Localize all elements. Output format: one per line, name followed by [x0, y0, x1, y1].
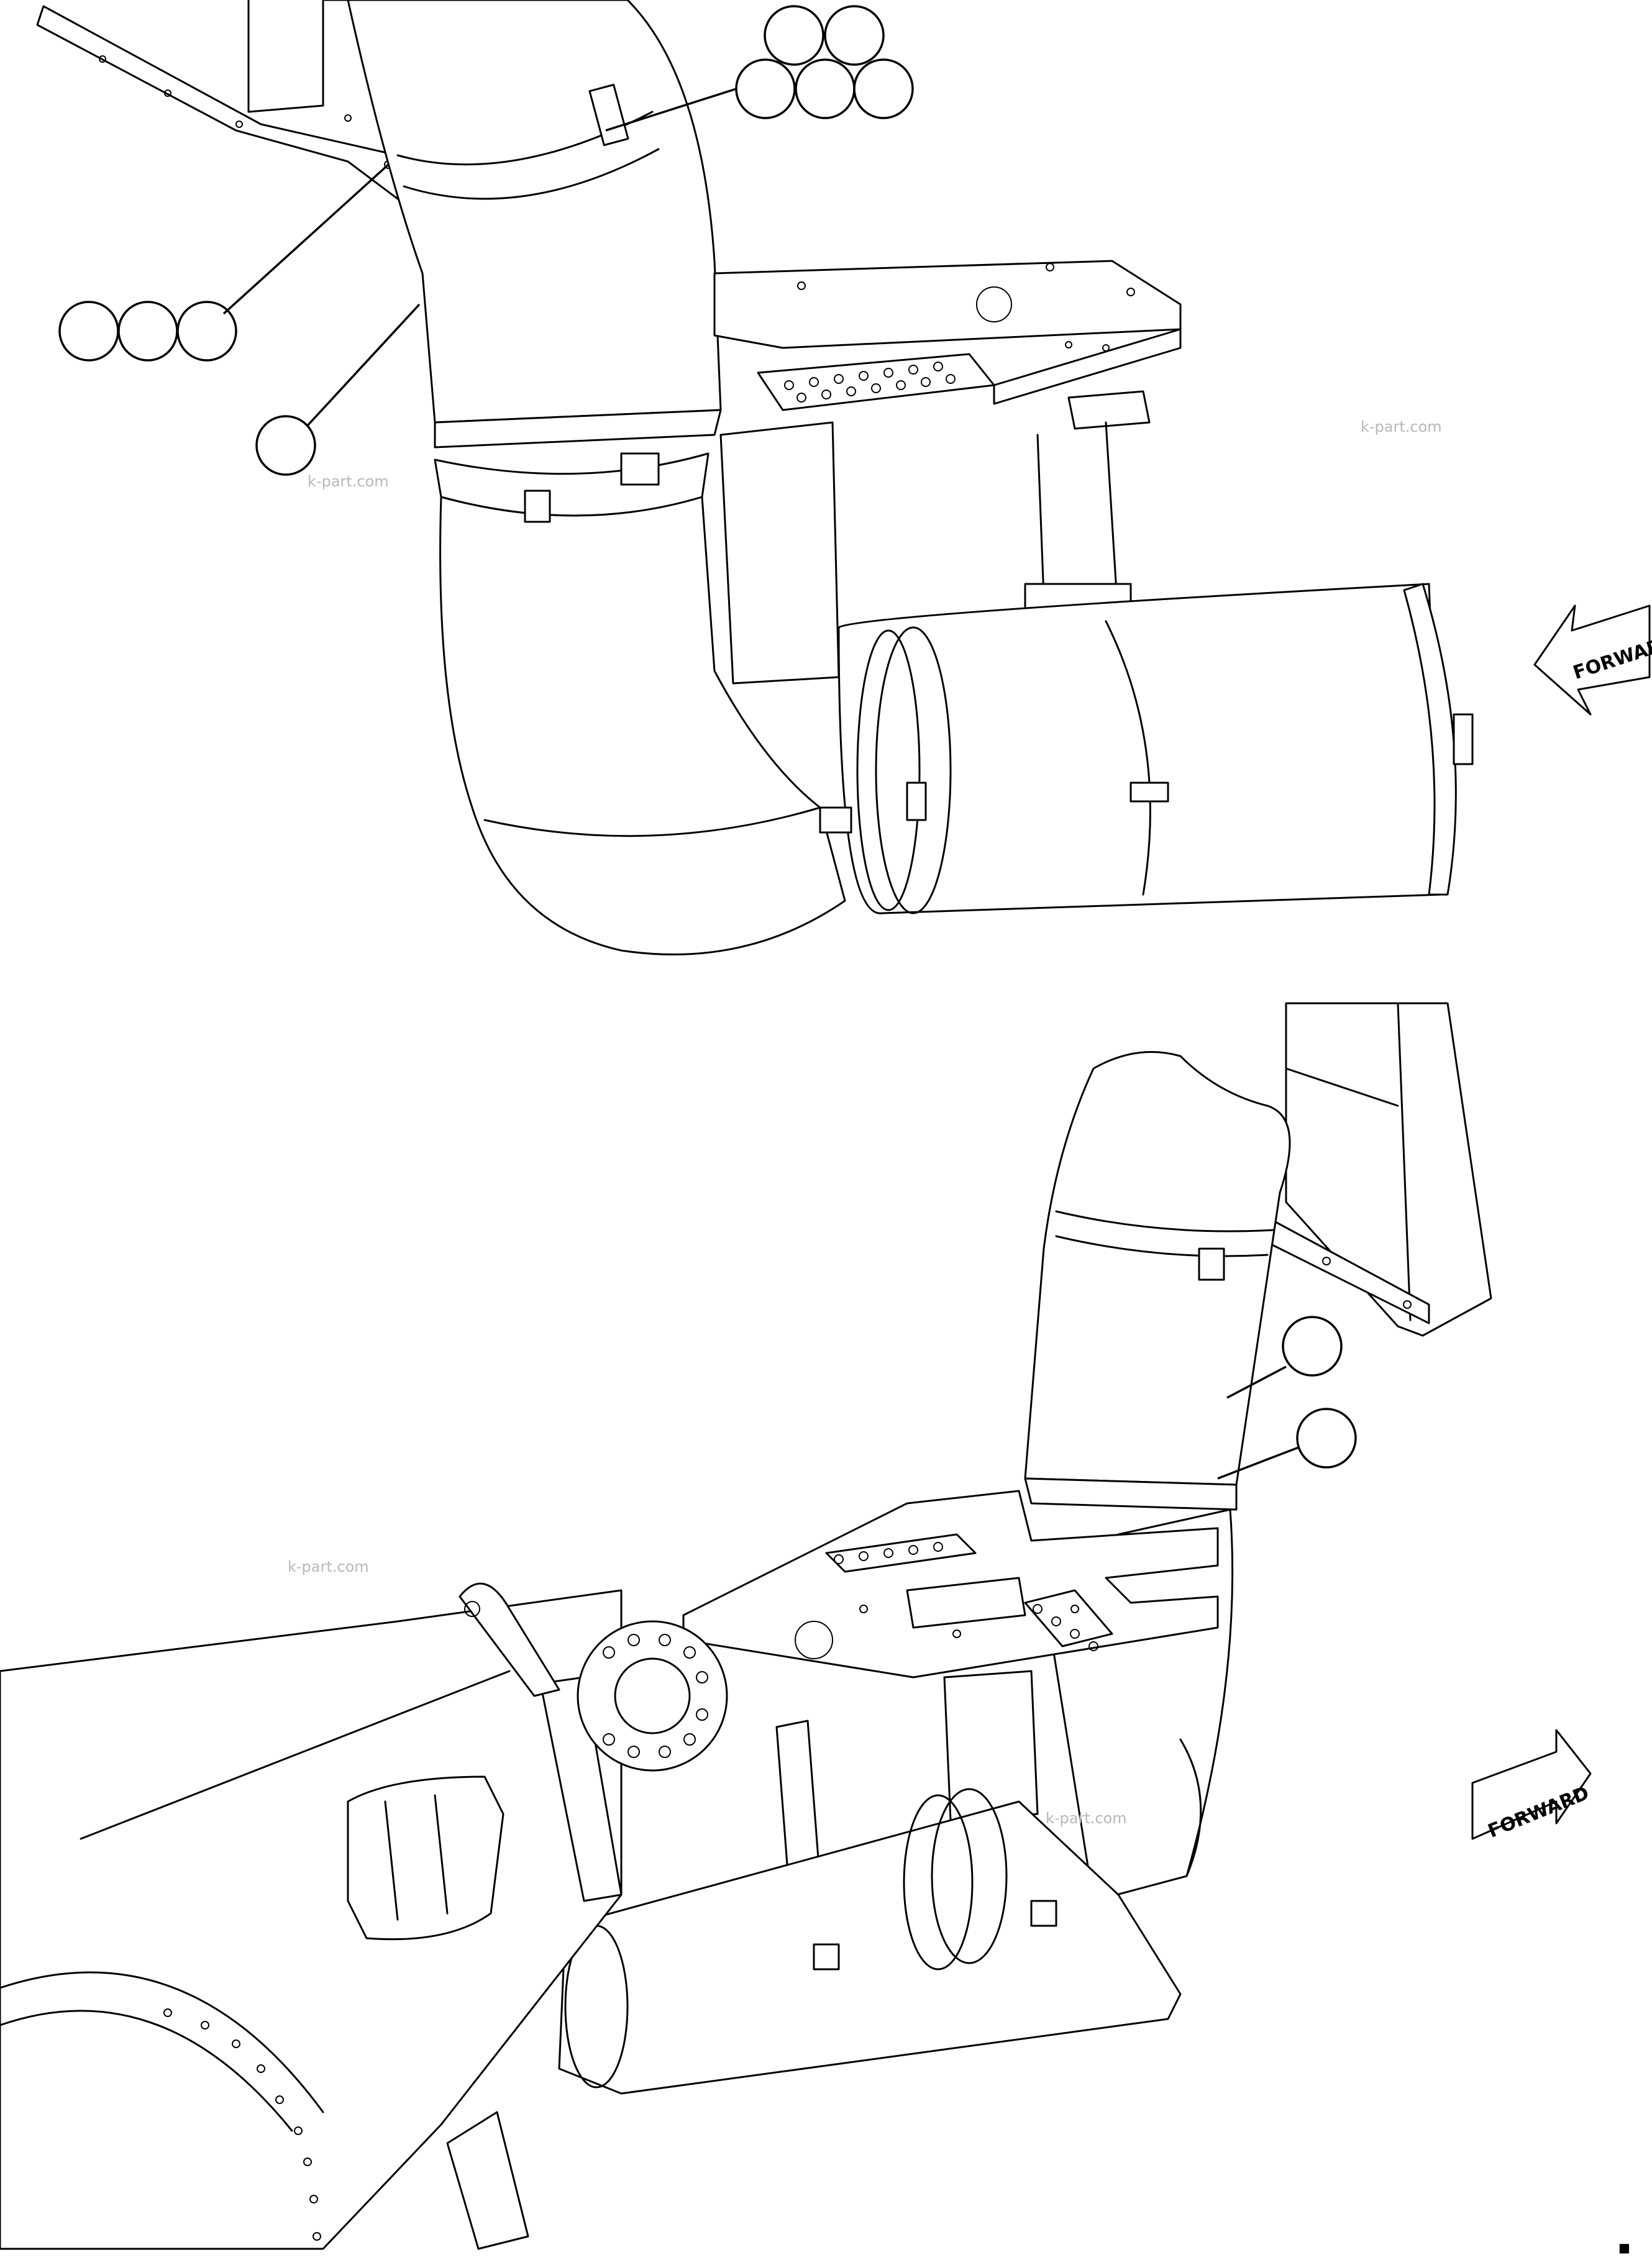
callout-circle: [117, 301, 178, 362]
callout-circle: [1296, 1408, 1357, 1469]
lower-muffler: [446, 1788, 1182, 2250]
watermark: k-part.com: [308, 473, 389, 490]
callout-circle: [824, 5, 885, 66]
leader-line: [306, 303, 421, 427]
step-plate-holes: [784, 362, 956, 403]
forward-arrow-bottom: FORWARD: [1471, 1729, 1592, 1843]
mounting-column: [1266, 1002, 1492, 1337]
muffler: [819, 583, 1474, 914]
leader-line: [1217, 1446, 1299, 1480]
callout-circle: [735, 58, 796, 119]
leader-line: [222, 163, 390, 315]
callouts-top: [58, 5, 914, 476]
bottom-view: FORWARD: [0, 1002, 1592, 2250]
leader-line: [605, 88, 737, 132]
forward-arrow-top: FORWARD: [1533, 604, 1652, 716]
support-frame: [713, 260, 1182, 685]
top-view: FORWARD: [36, 0, 1652, 955]
boom-structure: [0, 1582, 728, 2250]
watermark: k-part.com: [1361, 418, 1442, 435]
bolt-circle-holes: [163, 1634, 708, 2241]
lower-step-plate-holes: [834, 1542, 1098, 1651]
watermark: k-part.com: [1046, 1810, 1127, 1827]
callout-circle: [58, 301, 119, 362]
lower-support-frame: [682, 1490, 1219, 1890]
watermarks: k-part.com k-part.com k-part.com k-part.…: [288, 418, 1442, 1827]
upper-exhaust-pipe: [1024, 1050, 1291, 1511]
page-mark: ■: [1618, 2240, 1630, 2255]
callout-circle: [764, 5, 824, 66]
callout-circle: [795, 58, 856, 119]
callout-circle: [1282, 1316, 1343, 1377]
elbow-pipe: [322, 0, 846, 955]
callouts-bottom: [1217, 1316, 1357, 1480]
callout-circle: [176, 301, 237, 362]
callout-circle: [255, 415, 316, 476]
leader-line: [1226, 1365, 1287, 1399]
callout-circle: [853, 58, 914, 119]
watermark: k-part.com: [288, 1558, 369, 1575]
